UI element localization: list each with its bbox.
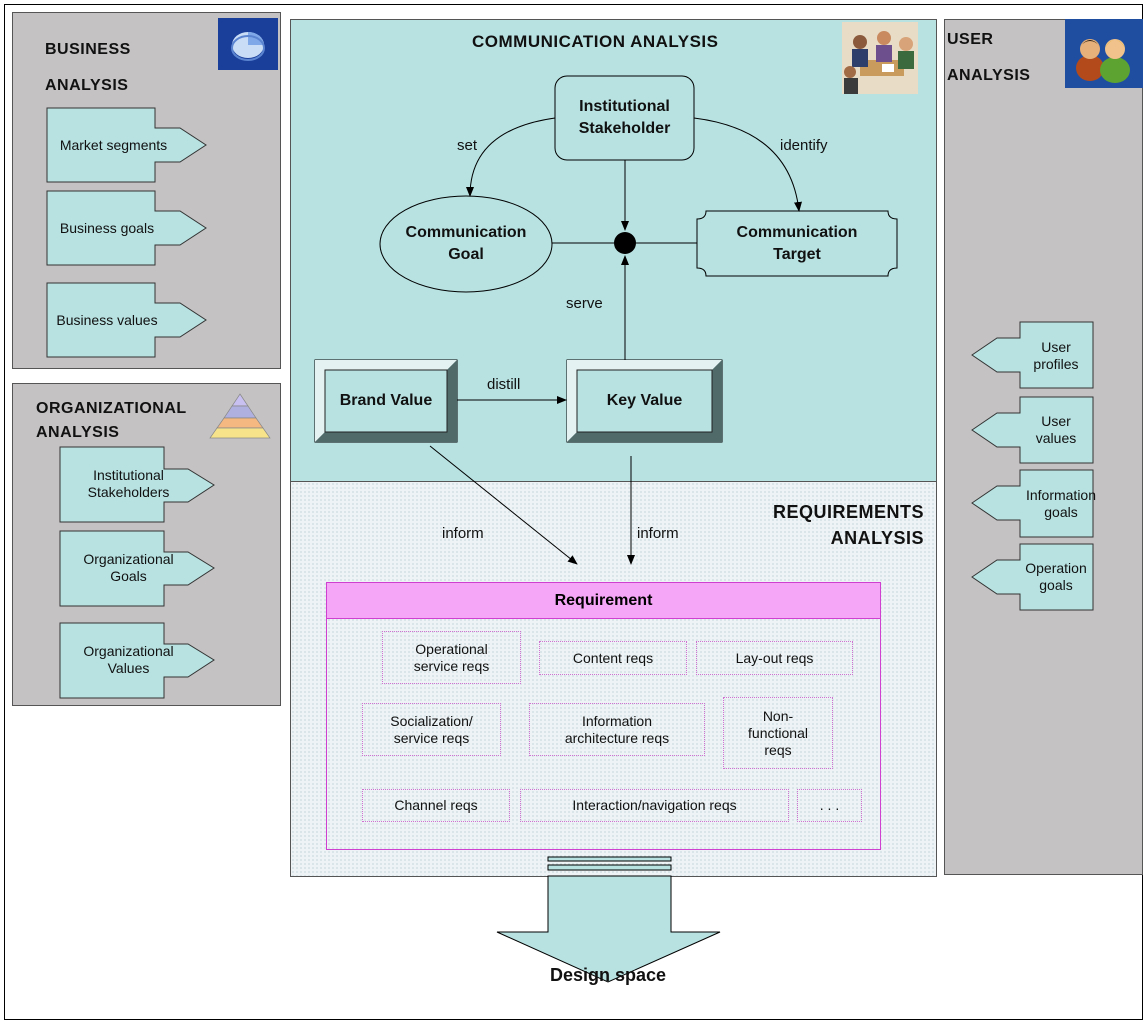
req-channel: Channel reqs <box>362 789 510 822</box>
requirements-analysis-title: REQUIREMENTS ANALYSIS <box>772 502 924 548</box>
user-item-operation-goals: Operation goals <box>1025 560 1087 593</box>
user-item-shape-profiles <box>971 321 1094 389</box>
target-node: Communication Target <box>736 223 858 263</box>
org-item-shape-values <box>59 622 215 699</box>
key-value-node: Key Value <box>606 392 683 409</box>
user-item-values: User values <box>1035 413 1077 446</box>
user-analysis-title: USER <box>947 31 994 48</box>
user-item-shape-information-goals <box>971 469 1094 538</box>
user-item-shape-operation-goals <box>971 543 1094 611</box>
edge-inform-left <box>429 445 578 565</box>
design-space-arrow <box>496 856 721 983</box>
req-more: . . . <box>797 789 862 822</box>
req-non-functional: Non- functional reqs <box>723 697 833 769</box>
req-information-architecture: Information architecture reqs <box>529 703 705 756</box>
business-item-business-values: Business values <box>56 311 158 328</box>
user-item-profiles: User profiles <box>1033 339 1079 372</box>
edge-label-inform-left: inform <box>442 525 484 542</box>
org-item-shape-goals <box>59 530 215 607</box>
req-socialization-service: Socialization/ service reqs <box>362 703 501 756</box>
edge-label-identify: identify <box>780 137 828 154</box>
brand-value-node: Brand Value <box>339 392 433 409</box>
edge-label-serve: serve <box>566 295 603 312</box>
req-content: Content reqs <box>539 641 687 675</box>
business-item-shape-business-values <box>46 282 207 358</box>
business-item-shape-business-goals <box>46 190 207 266</box>
user-item-information-goals: Information goals <box>1025 487 1097 520</box>
requirements-analysis-panel <box>290 482 937 877</box>
goal-node: Communication Goal <box>405 224 527 263</box>
design-space-label: Design space <box>549 965 667 985</box>
pyramid-icon <box>206 392 274 440</box>
req-layout: Lay-out reqs <box>696 641 853 675</box>
req-interaction-navigation: Interaction/navigation reqs <box>520 789 789 822</box>
junction-dot <box>614 232 636 254</box>
communication-analysis-title: COMMUNICATION ANALYSIS <box>472 32 719 51</box>
stakeholder-node: Institutional Stakeholder <box>578 98 671 137</box>
business-item-business-goals: Business goals <box>59 219 155 236</box>
edge-label-distill: distill <box>487 376 521 393</box>
business-analysis-title-line2: ANALYSIS <box>45 77 129 94</box>
organizational-analysis-title-line2: ANALYSIS <box>36 424 120 441</box>
key-value-node-shape <box>566 359 723 443</box>
meeting-people-icon <box>842 22 918 94</box>
org-item-values: Organizational Values <box>83 643 174 676</box>
users-icon <box>1065 19 1143 88</box>
business-item-market-segments: Market segments <box>59 136 168 153</box>
edge-identify <box>693 117 802 212</box>
edge-label-set: set <box>457 137 478 154</box>
user-item-shape-values <box>971 396 1094 464</box>
requirement-header: Requirement <box>327 583 880 619</box>
edge-label-inform-right: inform <box>637 525 679 542</box>
pie-chart-icon <box>218 18 278 70</box>
goal-node-shape <box>379 195 553 293</box>
org-item-shape-stakeholders <box>59 446 215 523</box>
business-analysis-title: BUSINESS <box>45 41 131 58</box>
org-item-goals: Organizational Goals <box>83 551 174 584</box>
user-analysis-title-line2: ANALYSIS <box>947 67 1031 84</box>
req-operational-service: Operational service reqs <box>382 631 521 684</box>
organizational-analysis-title: ORGANIZATIONAL <box>36 400 187 417</box>
business-item-shape-market-segments <box>46 107 207 183</box>
brand-value-node-shape <box>314 359 458 443</box>
target-node-shape <box>696 210 898 277</box>
edge-set <box>466 117 556 197</box>
requirement-box <box>326 582 881 850</box>
org-item-stakeholders: Institutional Stakeholders <box>87 467 170 500</box>
